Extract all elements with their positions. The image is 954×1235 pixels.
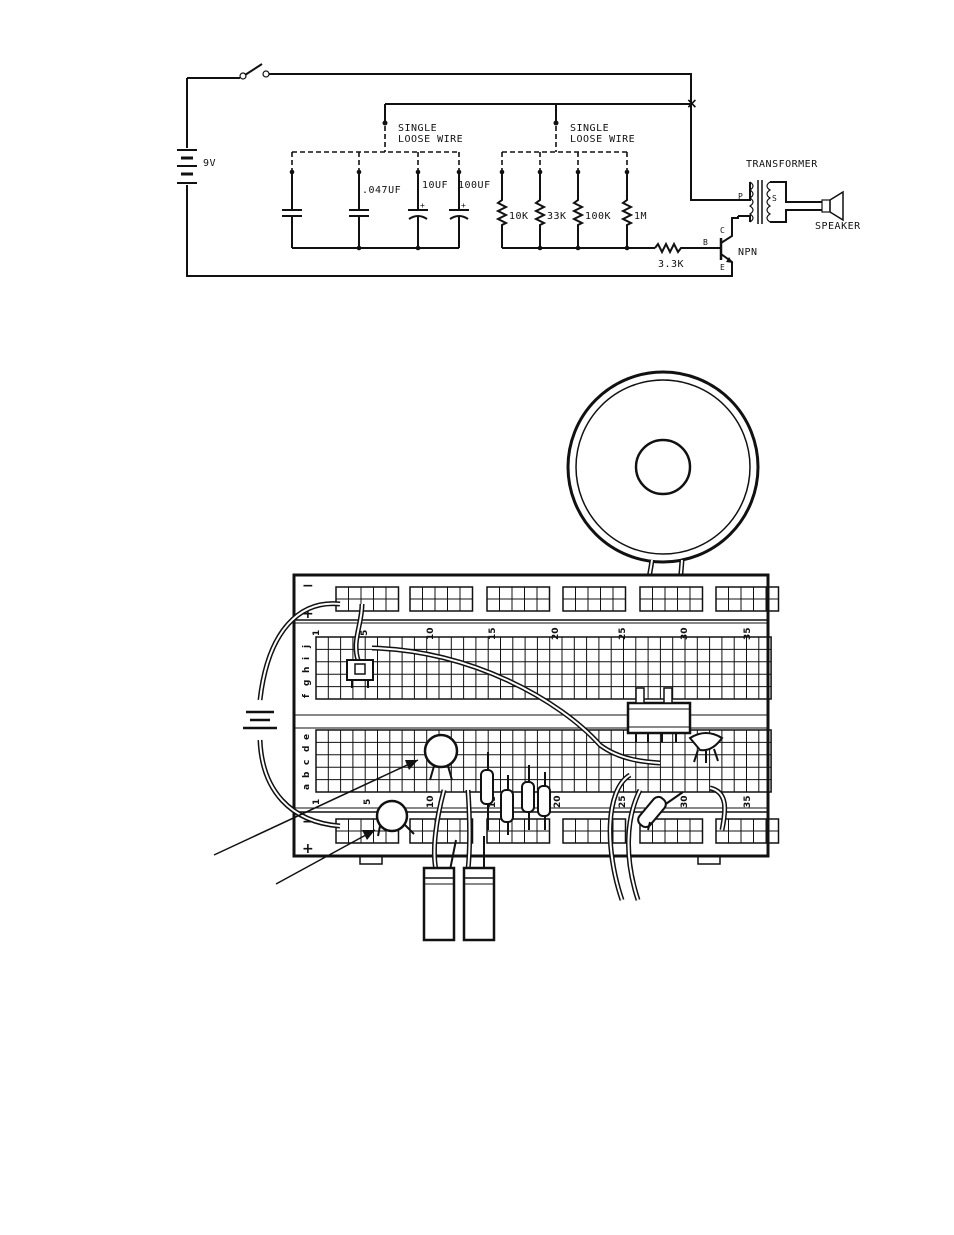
transistor-collector-label: C <box>720 226 725 235</box>
rail-plus-bottom: + <box>302 841 314 857</box>
svg-text:j: j <box>302 645 312 649</box>
svg-text:d: d <box>302 746 312 752</box>
switch-lever <box>245 64 262 75</box>
svg-text:1: 1 <box>312 799 322 805</box>
loose-wire-left-line1: SINGLE <box>398 123 437 134</box>
battery-symbol <box>177 150 197 183</box>
svg-text:25: 25 <box>618 627 628 640</box>
resistor-bank <box>498 152 631 248</box>
svg-text:5: 5 <box>360 630 370 636</box>
switch-contact-right <box>263 71 269 77</box>
svg-text:20: 20 <box>553 795 563 808</box>
transistor-base-label: B <box>703 238 708 247</box>
base-resistor-label: 3.3K <box>658 259 684 270</box>
svg-text:10: 10 <box>426 795 436 808</box>
capacitor-bank <box>282 152 469 248</box>
svg-text:15: 15 <box>488 627 498 640</box>
svg-text:25: 25 <box>618 795 628 808</box>
svg-text:35: 35 <box>743 627 753 640</box>
res-label-10k: 10K <box>509 211 529 222</box>
speaker-symbol <box>822 192 843 220</box>
circuit-schematic: 9V × SINGLE LOOSE WIRE SINGLE LOOSE WIRE <box>177 64 861 276</box>
svg-text:35: 35 <box>743 795 753 808</box>
svg-text:30: 30 <box>680 627 690 640</box>
loose-wire-node-left <box>383 121 388 126</box>
svg-text:c: c <box>302 760 312 765</box>
breadboard-illustration: − + − + 1 5 10 15 20 25 30 35 1 5 10 15 … <box>214 372 779 940</box>
cap-label-10uf: 10UF <box>422 180 448 191</box>
svg-text:20: 20 <box>551 627 561 640</box>
junction-mark: × <box>686 96 698 112</box>
transistor-emitter-label: E <box>720 263 725 272</box>
cap-label-047: .047UF <box>362 185 401 196</box>
svg-text:a: a <box>302 784 312 790</box>
transformer-label: TRANSFORMER <box>746 159 818 170</box>
transistor-label: NPN <box>738 247 758 258</box>
svg-text:e: e <box>302 734 312 740</box>
svg-text:30: 30 <box>680 795 690 808</box>
svg-text:10: 10 <box>426 627 436 640</box>
res-label-1m: 1M <box>634 211 647 222</box>
loose-wire-node-right <box>554 121 559 126</box>
secondary-label: S <box>772 194 777 203</box>
svg-text:f: f <box>302 694 312 698</box>
cap-10uf-plus: + <box>420 201 425 210</box>
npn-transistor <box>721 216 738 268</box>
loose-wire-right-line1: SINGLE <box>570 123 609 134</box>
svg-text:5: 5 <box>363 799 373 805</box>
res-label-100k: 100K <box>585 211 611 222</box>
rail-minus-top: − <box>302 578 314 594</box>
svg-text:i: i <box>302 657 312 660</box>
primary-label: P <box>738 192 743 201</box>
cap-label-100uf: 100UF <box>458 180 491 191</box>
transformer-symbol <box>738 180 822 224</box>
loose-wire-left-line2: LOOSE WIRE <box>398 134 463 145</box>
svg-text:g: g <box>302 680 312 686</box>
speaker-label: SPEAKER <box>815 221 861 232</box>
battery-label: 9V <box>203 158 216 169</box>
svg-text:b: b <box>302 771 312 778</box>
res-label-33k: 33K <box>547 211 567 222</box>
svg-text:1: 1 <box>312 630 322 636</box>
svg-text:h: h <box>302 667 312 673</box>
cap-100uf-plus: + <box>461 201 466 210</box>
loose-wire-right-line2: LOOSE WIRE <box>570 134 635 145</box>
base-resistor <box>655 244 720 252</box>
